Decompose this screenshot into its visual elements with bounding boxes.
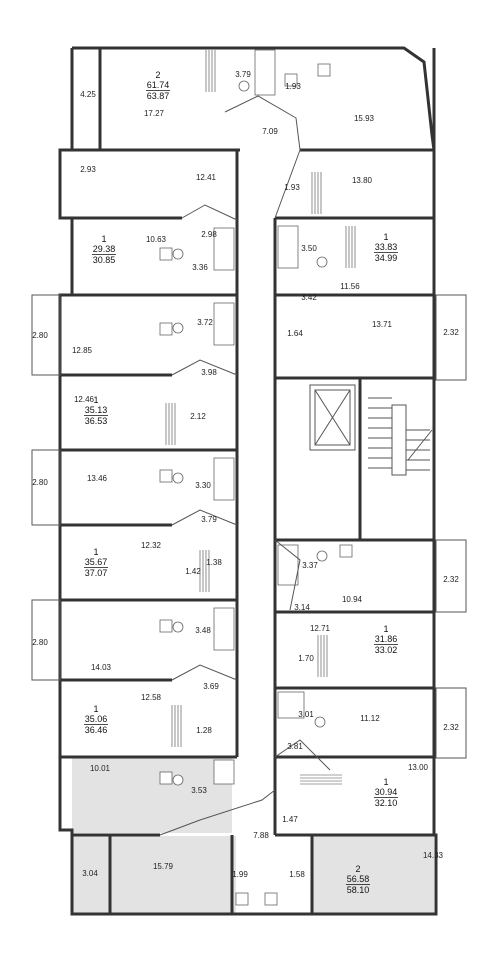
apartment-rooms-count: 1	[383, 232, 388, 242]
apartment-rooms-count: 2	[155, 70, 160, 80]
room-area-label: 1.47	[282, 815, 298, 824]
balconies	[31, 294, 467, 759]
room-area-label: 4.25	[80, 90, 96, 99]
apartment-total-area: 37.07	[85, 568, 108, 578]
room-area-label: 13.80	[352, 176, 373, 185]
room-area-label: 12.58	[141, 693, 162, 702]
room-area-label: 2.98	[201, 230, 217, 239]
apartment-living-area: 29.38	[93, 244, 116, 254]
apartment-rooms-count: 1	[383, 777, 388, 787]
room-area-label: 3.48	[195, 626, 211, 635]
apartment-rooms-count: 1	[93, 704, 98, 714]
room-area-label: 3.37	[302, 561, 318, 570]
wardrobes	[165, 50, 356, 785]
room-area-label: 17.27	[144, 109, 165, 118]
room-area-label: 10.01	[90, 764, 111, 773]
room-area-label: 1.38	[206, 558, 222, 567]
room-area-label: 1.93	[285, 82, 301, 91]
room-area-label: 3.98	[201, 368, 217, 377]
apartment-total-area: 36.46	[85, 725, 108, 735]
apartment-living-area: 35.06	[85, 714, 108, 724]
room-area-label: 10.94	[342, 595, 363, 604]
room-area-label: 11.56	[340, 282, 360, 291]
apartment-living-area: 30.94	[375, 787, 398, 797]
room-area-label: 3.42	[301, 293, 317, 302]
outer-walls	[58, 46, 438, 916]
room-area-label: 1.64	[287, 329, 303, 338]
room-area-label: 3.36	[192, 263, 208, 272]
room-area-label: 2.12	[190, 412, 206, 421]
room-area-label: 3.81	[287, 742, 303, 751]
apartment-living-area: 35.67	[85, 557, 108, 567]
room-area-label: 3.50	[301, 244, 317, 253]
room-area-label: 12.71	[310, 624, 331, 633]
room-area-label: 2.32	[443, 328, 459, 337]
apartment-rooms-count: 1	[93, 547, 98, 557]
room-area-label: 3.53	[191, 786, 207, 795]
room-area-label: 2.80	[32, 478, 48, 487]
room-area-label: 1.58	[289, 870, 305, 879]
room-area-label: 13.71	[372, 320, 393, 329]
room-area-label: 15.93	[354, 114, 375, 123]
room-area-label: 12.32	[141, 541, 162, 550]
apartment-total-area: 63.87	[147, 91, 170, 101]
room-area-label: 14.03	[91, 663, 112, 672]
room-area-label: 3.14	[294, 603, 310, 612]
apartment-rooms-count: 1	[101, 234, 106, 244]
apartment-living-area: 31.86	[375, 634, 398, 644]
apartment-rooms-count: 1	[383, 624, 388, 634]
room-area-label: 12.41	[196, 173, 217, 182]
room-area-label: 14.33	[423, 851, 444, 860]
room-area-label: 7.88	[253, 831, 269, 840]
room-area-label: 10.63	[146, 235, 167, 244]
room-area-label: 11.12	[360, 714, 380, 723]
apartment-total-area: 33.02	[375, 645, 398, 655]
room-area-label: 3.79	[201, 515, 217, 524]
apartment-total-area: 32.10	[375, 798, 398, 808]
room-area-label: 13.00	[408, 763, 429, 772]
room-area-label: 3.30	[195, 481, 211, 490]
room-area-label: 3.01	[298, 710, 314, 719]
apartment-rooms-count: 2	[355, 864, 360, 874]
apartment-total-area: 34.99	[375, 253, 398, 263]
room-area-label: 3.72	[197, 318, 213, 327]
room-area-label: 1.99	[232, 870, 248, 879]
room-area-label: 2.32	[443, 575, 459, 584]
room-area-label: 1.70	[298, 654, 314, 663]
room-area-label: 1.28	[196, 726, 212, 735]
corridor	[159, 95, 331, 836]
room-area-label: 3.69	[203, 682, 219, 691]
room-area-labels: 4.25 17.27 3.79 1.93 15.93 7.09 2.93 12.41 1.93 1…	[32, 70, 459, 879]
apartment-total-area: 36.53	[85, 416, 108, 426]
apartment-living-area: 35.13	[85, 405, 108, 415]
stair-elevator-core	[309, 384, 433, 476]
room-area-label: 2.32	[443, 723, 459, 732]
apartment-labels: 261.7463.87129.3830.85135.1336.53135.673…	[84, 70, 398, 895]
bathroom-fixtures	[159, 49, 353, 906]
room-area-label: 2.93	[80, 165, 96, 174]
room-area-label: 1.42	[185, 567, 201, 576]
room-area-label: 13.46	[87, 474, 108, 483]
apartment-living-area: 33.83	[375, 242, 398, 252]
room-area-label: 1.93	[284, 183, 300, 192]
room-area-label: 7.09	[262, 127, 278, 136]
apartment-living-area: 61.74	[147, 80, 170, 90]
apartment-living-area: 56.58	[347, 874, 370, 884]
room-area-label: 2.80	[32, 331, 48, 340]
room-area-label: 3.79	[235, 70, 251, 79]
room-area-label: 15.79	[153, 862, 174, 871]
apartment-total-area: 58.10	[347, 885, 370, 895]
shaded-apartment-area	[72, 758, 434, 914]
room-area-label: 2.80	[32, 638, 48, 647]
apartment-rooms-count: 1	[93, 395, 98, 405]
apartment-total-area: 30.85	[93, 255, 116, 265]
room-area-label: 3.04	[82, 869, 98, 878]
room-area-label: 12.46	[74, 395, 95, 404]
room-area-label: 12.85	[72, 346, 93, 355]
